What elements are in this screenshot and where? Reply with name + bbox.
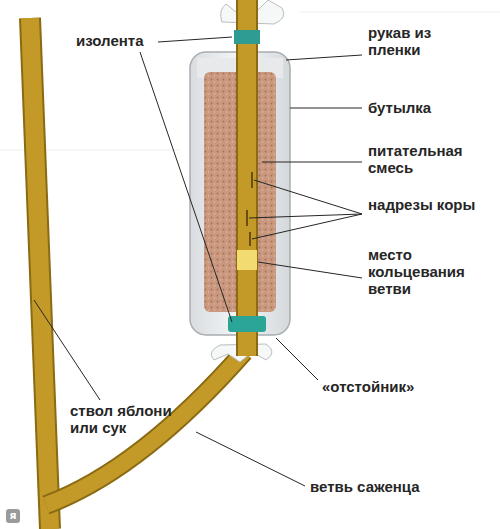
part-label: бутылка [368, 99, 478, 116]
part-label: «отстойник» [322, 378, 442, 395]
part-label: изолента [76, 32, 166, 49]
part-label: ветвь саженца [310, 478, 440, 495]
part-label: ствол яблони или сук [70, 402, 185, 436]
part-label: рукав из пленки [368, 24, 446, 58]
part-label: питательная смесь [368, 142, 480, 176]
part-label: место кольцевания ветви [368, 246, 480, 297]
watermark: я [6, 509, 20, 523]
part-label: надрезы коры [368, 196, 478, 213]
